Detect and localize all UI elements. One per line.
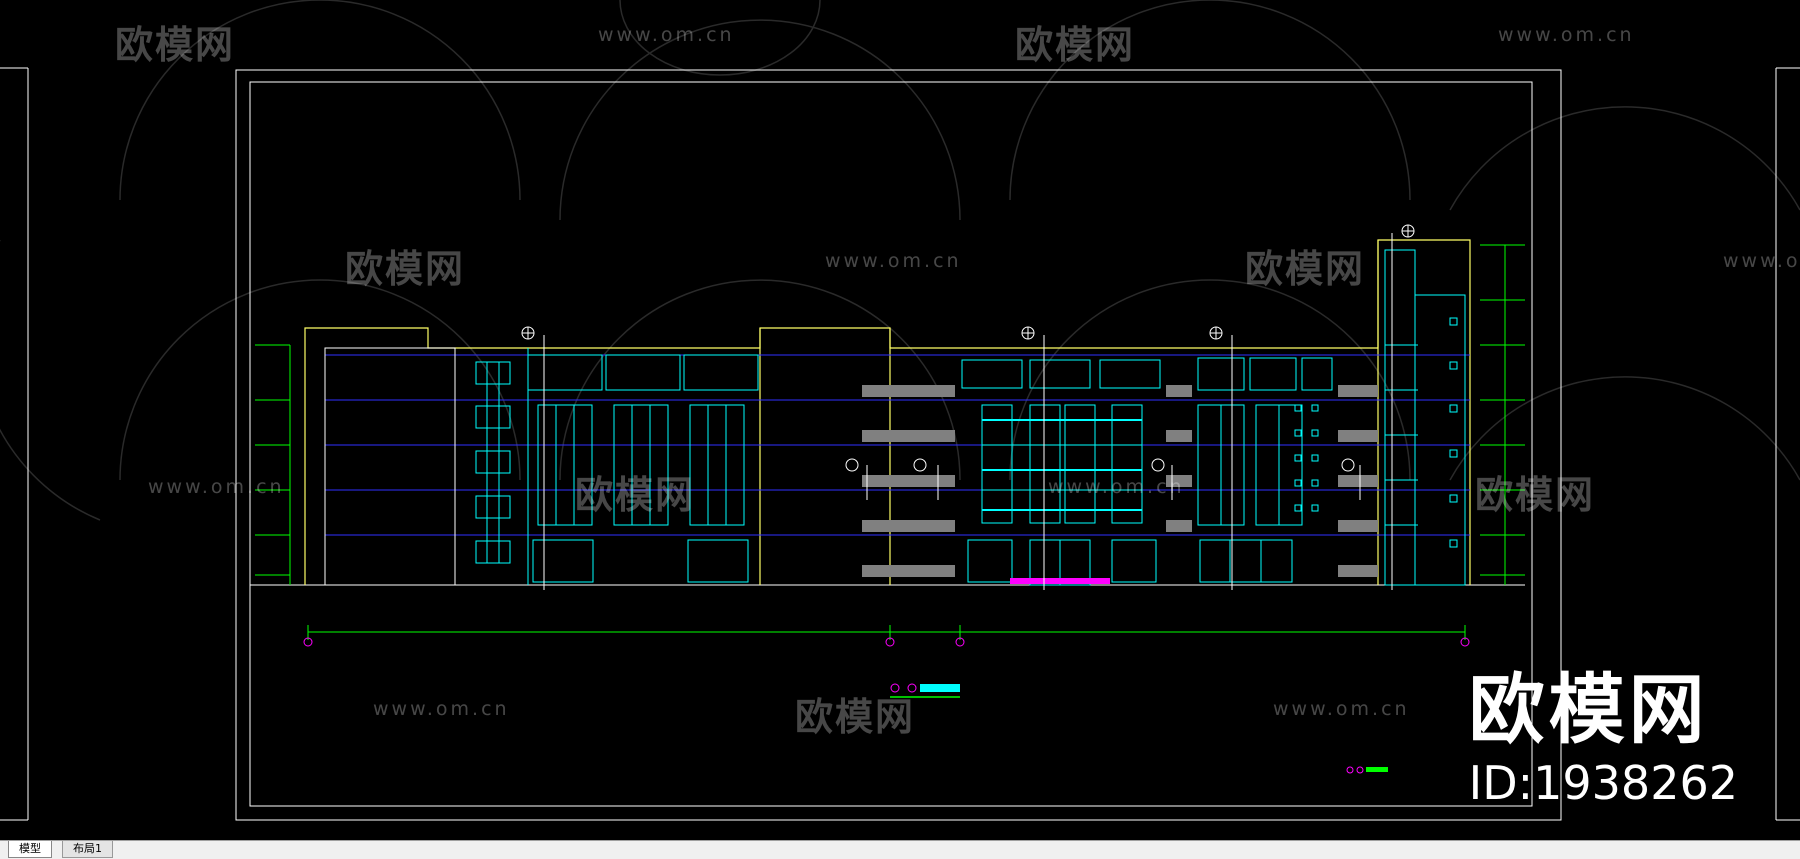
cad-model-space[interactable]: 欧模网 www.om.cn 欧模网 www.om.cn 欧模网 www.om.c… xyxy=(0,0,1800,840)
layout-tab-bar: 模型 布局1 xyxy=(0,840,1800,859)
small-windows xyxy=(1294,317,1458,548)
center-right-windows xyxy=(1197,357,1333,583)
side-sheet-frames xyxy=(0,67,1800,821)
building-outline xyxy=(304,239,1471,585)
tab-model[interactable]: 模型 xyxy=(8,841,52,858)
center-windows xyxy=(961,359,1161,586)
drawing-title-mark xyxy=(890,683,960,698)
level-marks-left xyxy=(255,344,291,585)
section-markers xyxy=(521,224,1415,590)
left-windows xyxy=(475,361,511,564)
north-note xyxy=(1346,766,1388,774)
left-block xyxy=(324,347,456,586)
entrance-steps xyxy=(1010,578,1110,584)
floor-lines xyxy=(325,354,1470,536)
tab-layout1[interactable]: 布局1 xyxy=(62,841,113,858)
axis-bubbles xyxy=(303,637,1470,647)
center-window-bars xyxy=(982,419,1142,511)
level-marks-right xyxy=(1480,244,1525,585)
dimension-line xyxy=(307,625,1466,640)
right-tower xyxy=(1384,249,1466,586)
balcony-bands xyxy=(862,385,1378,577)
center-left-windows xyxy=(527,348,759,585)
elevation-drawing xyxy=(0,0,1800,821)
sheet-frame xyxy=(235,69,1562,821)
